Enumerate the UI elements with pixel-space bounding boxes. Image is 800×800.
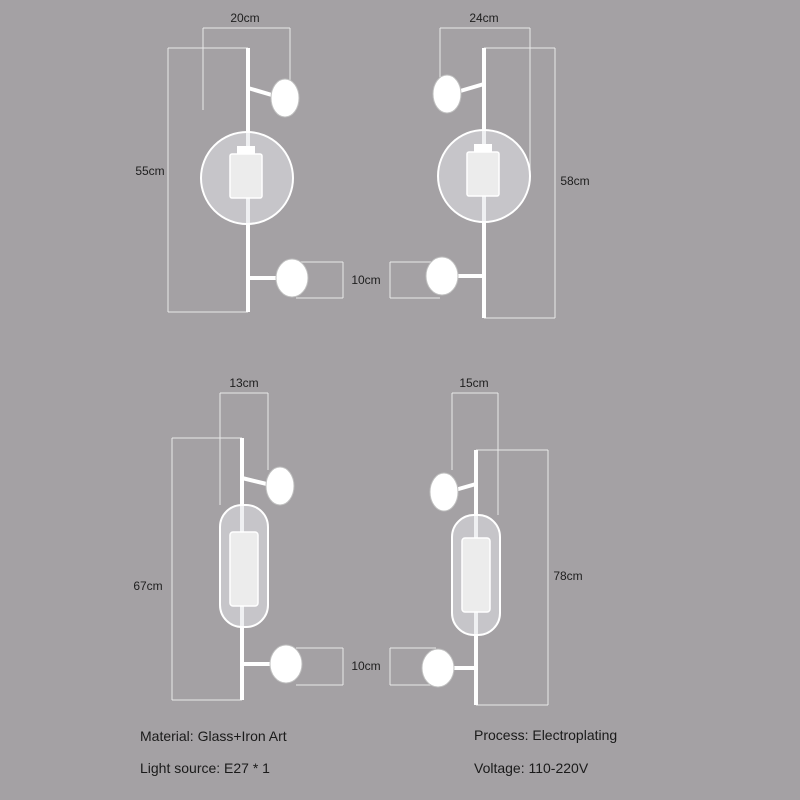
lamp-c-drawing xyxy=(219,438,303,700)
lamp-b-lower-disc xyxy=(425,256,459,296)
lamp-c-lower-disc xyxy=(269,644,303,684)
lamp-c: 13cm 67cm 10cm xyxy=(133,376,381,701)
lamp-a-lower-disc xyxy=(275,258,309,298)
spec-light-source: Light source: E27 * 1 xyxy=(140,760,270,776)
lamp-d-drawing xyxy=(421,450,501,705)
lamp-d-width-label: 15cm xyxy=(459,376,488,390)
lamp-c-width-label: 13cm xyxy=(229,376,258,390)
lamp-a-height-label: 55cm xyxy=(135,164,164,178)
spec-material: Material: Glass+Iron Art xyxy=(140,728,287,744)
lamp-a-mesh-shade xyxy=(229,153,263,199)
lamp-d-upper-disc xyxy=(429,472,459,512)
lamp-a-dimension-lines xyxy=(167,27,344,313)
lamp-b-upper-disc xyxy=(432,74,462,114)
lamp-c-depth-label: 10cm xyxy=(351,659,380,673)
lamp-d-mesh-shade xyxy=(461,537,491,613)
lamp-a: 20cm 55cm 10cm xyxy=(135,11,381,313)
lamp-d-lower-disc xyxy=(421,648,455,688)
spec-voltage: Voltage: 110-220V xyxy=(474,760,589,776)
lamp-d-dimension-lines xyxy=(389,392,549,706)
lamp-d-height-label: 78cm xyxy=(553,569,582,583)
lamp-a-drawing xyxy=(200,48,309,312)
lamp-b: 24cm 58cm xyxy=(389,11,590,319)
lamp-a-upper-disc xyxy=(270,78,300,118)
spec-process: Process: Electroplating xyxy=(474,727,618,743)
lamp-a-width-label: 20cm xyxy=(230,11,259,25)
lamp-a-depth-label: 10cm xyxy=(351,273,380,287)
lamp-c-mesh-shade xyxy=(229,531,259,607)
lamp-c-dimension-lines xyxy=(171,392,344,701)
lamp-c-height-label: 67cm xyxy=(133,579,162,593)
lamp-c-upper-disc xyxy=(265,466,295,506)
lamp-b-width-label: 24cm xyxy=(469,11,498,25)
lamp-b-drawing xyxy=(425,48,531,318)
lamp-d: 15cm 78cm xyxy=(389,376,583,706)
lamp-b-mesh-shade xyxy=(466,151,500,197)
lamp-b-height-label: 58cm xyxy=(560,174,589,188)
